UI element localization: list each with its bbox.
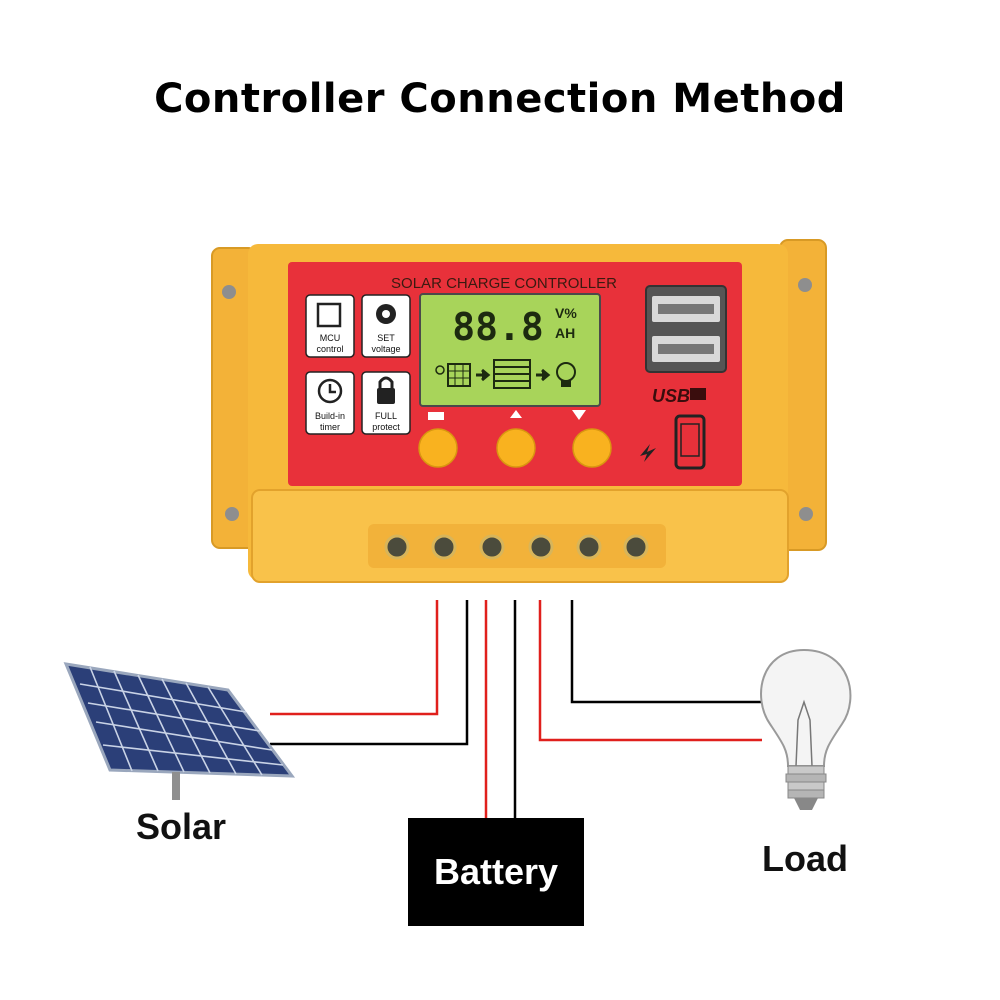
wire-load-negative [570, 600, 762, 704]
feature-label: Build-in [315, 411, 345, 421]
battery-small-icon [428, 412, 444, 420]
battery-label: Battery [433, 851, 559, 892]
wiring [270, 600, 762, 820]
button-minus[interactable] [572, 410, 612, 468]
terminal-screws [384, 534, 649, 560]
lcd-digits: 88.8 [452, 305, 544, 349]
lcd-bulb-icon [556, 362, 576, 387]
terminal-screw [528, 534, 554, 560]
usb-label: USB [652, 386, 690, 406]
light-bulb-icon [760, 648, 852, 810]
terminal-screw [479, 534, 505, 560]
terminal-screw [576, 534, 602, 560]
mount-screw [799, 507, 813, 521]
feature-label: voltage [371, 344, 400, 354]
feature-full-protect: FULL protect [361, 371, 411, 435]
panel-title: SOLAR CHARGE CONTROLLER [391, 275, 617, 292]
lock-icon [377, 376, 395, 404]
lcd-arrow-icon [476, 368, 491, 382]
wire-solar-positive [270, 600, 439, 716]
up-arrow-icon [510, 410, 522, 418]
feature-timer: Build-in timer [305, 371, 355, 435]
lightning-icon [640, 444, 656, 462]
page-title: Controller Connection Method [154, 76, 846, 122]
wire-solar-negative [270, 600, 469, 746]
feature-label: protect [372, 422, 400, 432]
solar-panel-icon [63, 662, 296, 800]
down-arrow-icon [572, 410, 586, 420]
terminal-screw [431, 534, 457, 560]
lcd-battery-icon [493, 359, 531, 389]
lcd-unit-top: V% [555, 305, 577, 321]
mount-screw [798, 278, 812, 292]
feature-label: MCU [320, 333, 341, 343]
chip-icon [316, 302, 342, 328]
lcd-display: 88.8 V% AH [419, 293, 601, 407]
usb-plug-icon [690, 388, 706, 400]
battery-box: Battery [408, 818, 584, 926]
lcd-unit-bottom: AH [555, 325, 575, 341]
button-plus[interactable] [496, 410, 536, 468]
clock-icon [317, 378, 343, 404]
lcd-solar-icon [435, 363, 471, 387]
terminal-screw [384, 534, 410, 560]
wire-load-positive [538, 600, 762, 742]
lcd-arrow-icon [536, 368, 551, 382]
charge-controller: SOLAR CHARGE CONTROLLER MCU control SET … [211, 239, 827, 583]
usb-ports: USB [645, 285, 727, 406]
phone-icon [674, 414, 706, 470]
gear-icon [376, 304, 396, 324]
feature-label: FULL [375, 411, 397, 421]
feature-mcu: MCU control [305, 294, 355, 358]
feature-label: SET [377, 333, 395, 343]
mount-screw [222, 285, 236, 299]
feature-label: control [316, 344, 343, 354]
terminal-screw [623, 534, 649, 560]
feature-set-voltage: SET voltage [361, 294, 411, 358]
mount-screw [225, 507, 239, 521]
solar-label: Solar [136, 806, 227, 847]
load-label: Load [762, 838, 848, 879]
feature-label: timer [320, 422, 340, 432]
button-menu[interactable] [418, 412, 458, 468]
